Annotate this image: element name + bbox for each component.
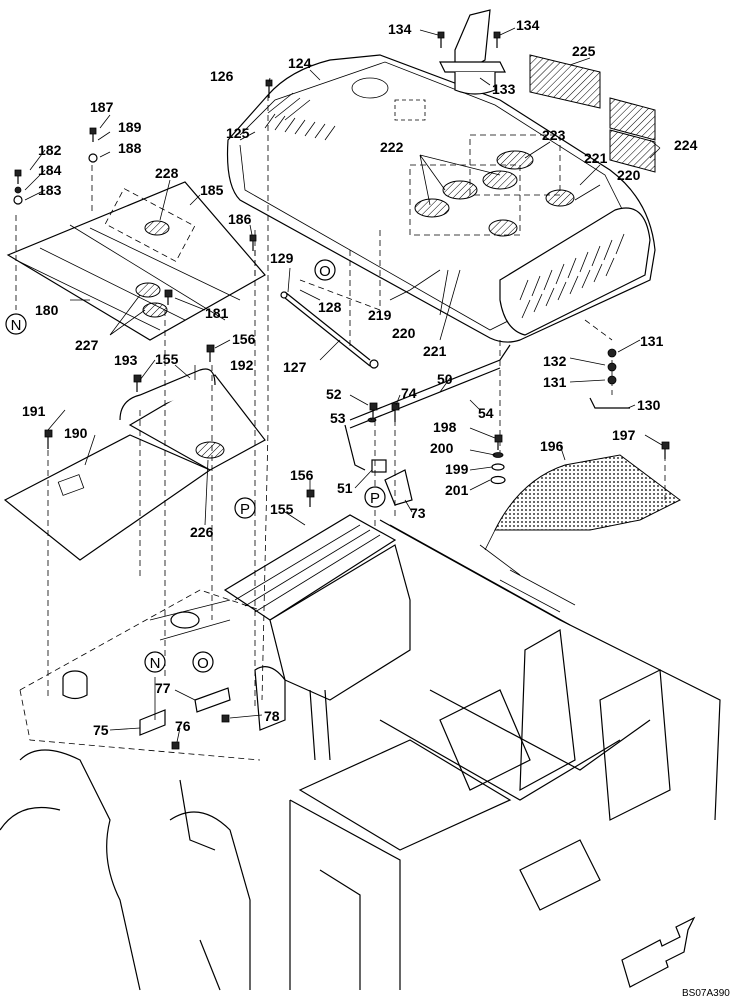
label-52: 52	[326, 386, 342, 402]
label-196: 196	[540, 438, 564, 454]
label-201: 201	[445, 482, 469, 498]
label-186: 186	[228, 211, 252, 227]
label-185: 185	[200, 182, 224, 198]
marker-p-left: P	[234, 497, 256, 519]
label-127: 127	[283, 359, 307, 375]
label-155-top: 155	[155, 351, 179, 367]
svg-text:P: P	[240, 501, 250, 518]
label-198: 198	[433, 419, 457, 435]
bolts	[13, 31, 670, 750]
label-124: 124	[288, 55, 312, 71]
label-225: 225	[572, 43, 596, 59]
marker-n-low: N	[144, 651, 166, 673]
label-134-left: 134	[388, 21, 412, 37]
label-131-top: 131	[640, 333, 664, 349]
label-73: 73	[410, 505, 426, 521]
label-51: 51	[337, 480, 353, 496]
label-220-top: 220	[617, 167, 641, 183]
label-156-top: 156	[232, 331, 256, 347]
label-199: 199	[445, 461, 469, 477]
label-222: 222	[380, 139, 404, 155]
label-53: 53	[330, 410, 346, 426]
stay-50	[344, 344, 511, 506]
cover-190	[3, 434, 212, 561]
svg-text:N: N	[150, 655, 161, 672]
arrow-icon	[621, 916, 696, 988]
label-134-right: 134	[516, 17, 540, 33]
label-132: 132	[543, 353, 567, 369]
label-219: 219	[368, 307, 392, 323]
label-227: 227	[75, 337, 99, 353]
label-133: 133	[492, 81, 516, 97]
label-226: 226	[190, 524, 214, 540]
label-188: 188	[118, 140, 142, 156]
label-50: 50	[437, 371, 453, 387]
label-78: 78	[264, 708, 280, 724]
label-197: 197	[612, 427, 636, 443]
label-54: 54	[478, 405, 494, 421]
machine-frame	[0, 514, 721, 991]
cover-192	[119, 368, 266, 471]
label-191: 191	[22, 403, 46, 419]
label-220-mid: 220	[392, 325, 416, 341]
label-131-bottom: 131	[543, 374, 567, 390]
label-75: 75	[93, 722, 109, 738]
label-130: 130	[637, 397, 661, 413]
svg-text:O: O	[197, 655, 209, 672]
label-77: 77	[155, 680, 171, 696]
label-221-mid: 221	[423, 343, 447, 359]
label-156-mid: 156	[290, 467, 314, 483]
label-125: 125	[226, 125, 250, 141]
circle-markers: O N P P N O	[5, 259, 386, 673]
label-224: 224	[674, 137, 698, 153]
label-221-top: 221	[584, 150, 608, 166]
label-129: 129	[270, 250, 294, 266]
part-labels: 134 134 225 124 133 126 125 223 222 224 …	[22, 17, 730, 999]
label-184: 184	[38, 162, 62, 178]
marker-p-mid: P	[364, 486, 386, 508]
insulation-pads	[529, 54, 656, 173]
svg-text:N: N	[11, 317, 22, 334]
label-189: 189	[118, 119, 142, 135]
rod-130	[589, 397, 630, 409]
leader-lines	[24, 27, 663, 743]
label-76: 76	[175, 718, 191, 734]
engine-hood	[226, 9, 656, 343]
label-190: 190	[64, 425, 88, 441]
marker-o-low: O	[192, 651, 214, 673]
label-193: 193	[114, 352, 138, 368]
label-228: 228	[155, 165, 179, 181]
label-74: 74	[401, 385, 417, 401]
marker-o-top: O	[314, 259, 336, 281]
svg-text:O: O	[319, 263, 331, 280]
label-180: 180	[35, 302, 59, 318]
label-200: 200	[430, 440, 454, 456]
label-183: 183	[38, 182, 62, 198]
drawing-code: BS07A390	[682, 988, 730, 999]
svg-text:P: P	[370, 490, 380, 507]
cover-185	[6, 181, 266, 341]
label-182: 182	[38, 142, 62, 158]
label-128: 128	[318, 299, 342, 315]
label-181: 181	[205, 305, 229, 321]
marker-n-left: N	[5, 313, 27, 335]
cover-196	[479, 454, 681, 576]
label-192: 192	[230, 357, 254, 373]
label-223: 223	[542, 127, 566, 143]
rod-127	[280, 291, 379, 369]
label-126: 126	[210, 68, 234, 84]
label-155-mid: 155	[270, 501, 294, 517]
label-187: 187	[90, 99, 114, 115]
